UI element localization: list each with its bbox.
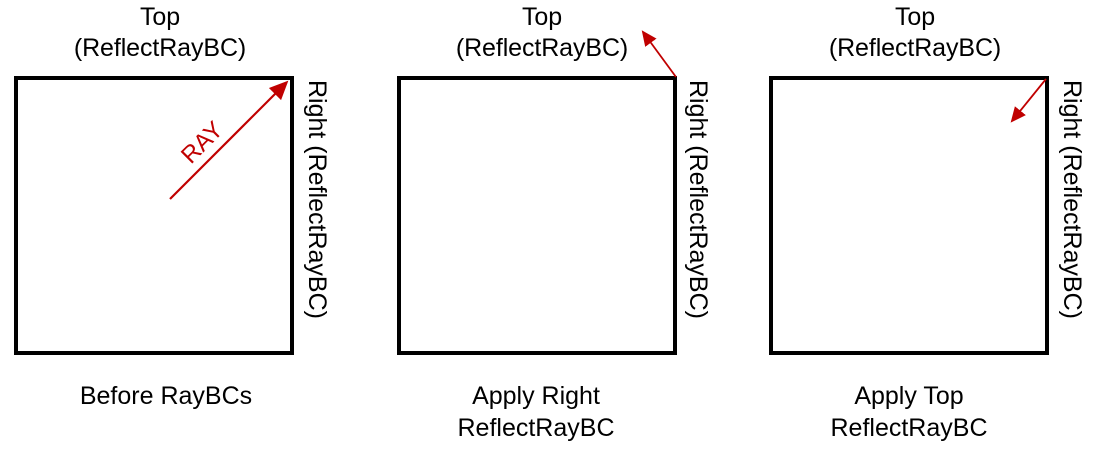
panel-apply-right-reflectraybc: Top (ReflectRayBC) Right (ReflectRayBC) … [368,0,737,461]
panel-apply-top-reflectraybc: Top (ReflectRayBC) Right (ReflectRayBC) … [740,0,1107,461]
domain-box [14,76,294,355]
domain-box [397,76,677,355]
top-boundary-label: Top (ReflectRayBC) [828,3,1002,62]
right-boundary-label: Right (ReflectRayBC) [684,80,712,319]
domain-box [769,76,1049,355]
panel-caption: Apply Right ReflectRayBC [457,382,615,442]
right-boundary-label: Right (ReflectRayBC) [303,80,331,319]
panel-before-raybcs: Top (ReflectRayBC) Right (ReflectRayBC) … [0,0,369,461]
panel-caption: Apply Top ReflectRayBC [830,382,988,442]
top-boundary-label: Top (ReflectRayBC) [73,3,247,62]
panel-caption: Before RayBCs [79,382,253,410]
top-boundary-label: Top (ReflectRayBC) [455,3,629,62]
right-boundary-label: Right (ReflectRayBC) [1058,80,1086,319]
